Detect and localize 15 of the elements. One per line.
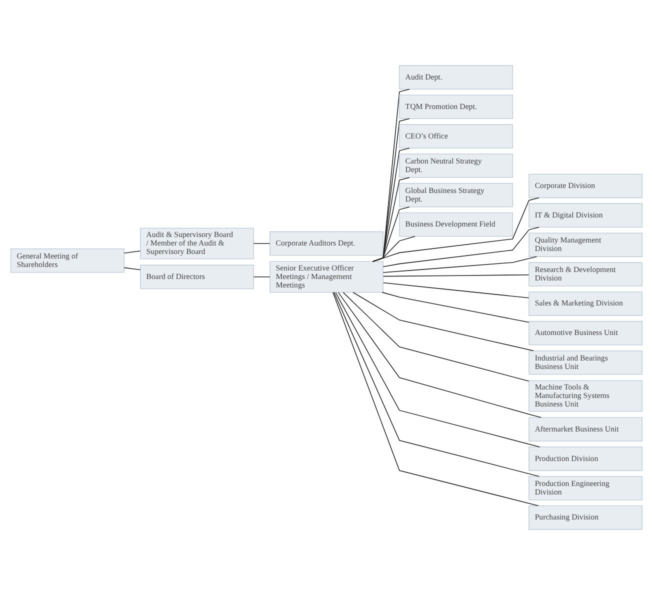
connector <box>383 282 530 298</box>
connector <box>124 250 141 253</box>
connector <box>372 235 416 262</box>
connector <box>382 256 538 272</box>
connector <box>382 226 540 267</box>
connector <box>338 292 542 418</box>
connector <box>253 242 270 244</box>
connector <box>124 266 141 270</box>
connector <box>342 292 530 381</box>
connector <box>383 274 530 276</box>
connector <box>372 196 540 262</box>
connector <box>253 276 270 277</box>
connector <box>335 292 540 447</box>
connector <box>352 291 534 351</box>
connector <box>382 291 530 322</box>
